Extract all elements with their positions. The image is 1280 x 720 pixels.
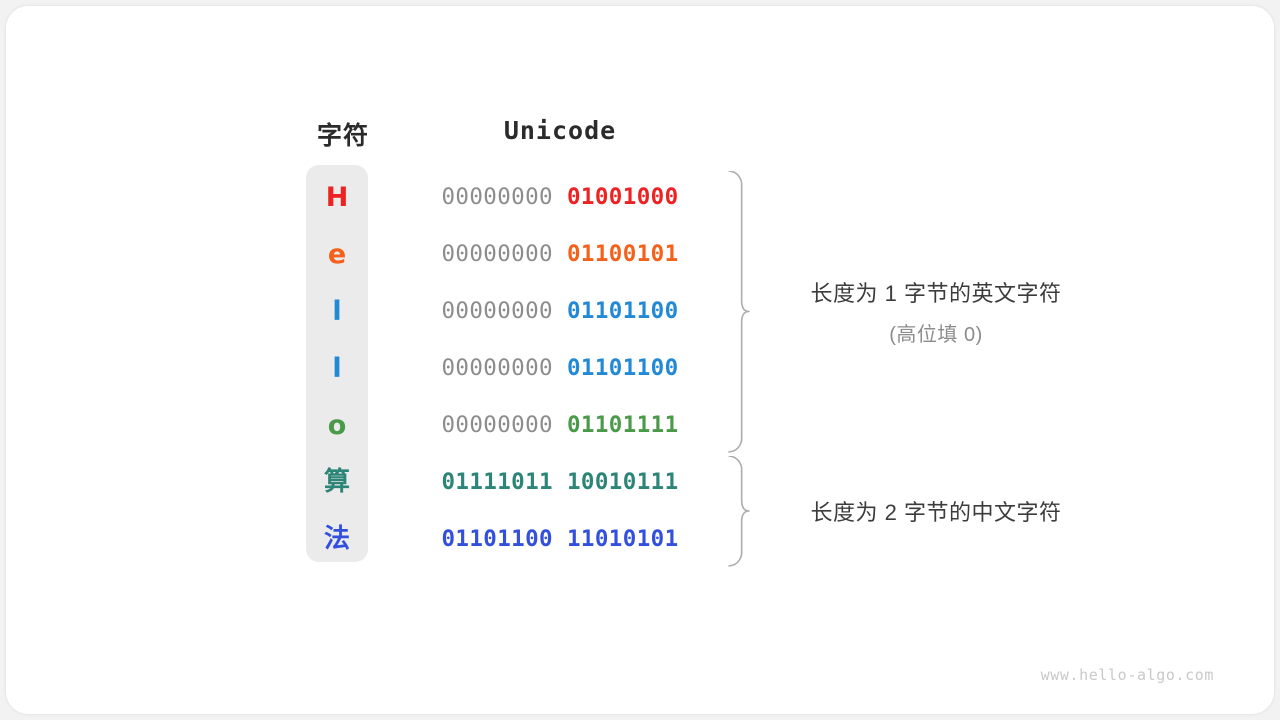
encoding-row: l 00000000 01101100 xyxy=(6,340,1274,397)
row-binary-low-byte: 11010101 xyxy=(566,526,679,552)
row-character: e xyxy=(327,239,347,270)
encoding-row: 法 01101100 11010101 xyxy=(6,511,1274,568)
row-binary-low-byte: 01101100 xyxy=(566,355,679,381)
column-header-unicode: Unicode xyxy=(503,116,617,145)
row-binary-high-byte: 00000000 xyxy=(441,184,554,210)
group-annotation-sublabel: (高位填 0) xyxy=(889,324,983,346)
row-binary-high-byte: 01101100 xyxy=(441,526,554,552)
encoding-row: H 00000000 01001000 xyxy=(6,169,1274,226)
diagram-stage: 字符 Unicode H 00000000 01001000 e 00000000 0… xyxy=(6,6,1274,714)
watermark: www.hello-algo.com xyxy=(1040,666,1214,684)
row-binary-low-byte: 01001000 xyxy=(566,184,679,210)
row-binary: 00000000 01101100 xyxy=(412,283,708,340)
row-binary-high-byte: 00000000 xyxy=(441,298,554,324)
row-binary: 01111011 10010111 xyxy=(412,454,708,511)
row-binary: 00000000 01100101 xyxy=(412,226,708,283)
encoding-row: e 00000000 01100101 xyxy=(6,226,1274,283)
row-binary-low-byte: 01100101 xyxy=(566,241,679,267)
row-binary-low-byte: 01101111 xyxy=(566,412,679,438)
encoding-row: 算 01111011 10010111 xyxy=(6,454,1274,511)
group-brace xyxy=(728,171,750,454)
row-binary-high-byte: 00000000 xyxy=(441,241,554,267)
row-binary-low-byte: 01101100 xyxy=(566,298,679,324)
row-binary-high-byte: 00000000 xyxy=(441,412,554,438)
group-annotation-label: 长度为 1 字节的英文字符 xyxy=(810,281,1062,306)
row-binary-high-byte: 00000000 xyxy=(441,355,554,381)
group-brace xyxy=(728,456,750,568)
column-header-character: 字符 xyxy=(316,122,369,150)
figure-card: 字符 Unicode H 00000000 01001000 e 00000000 0… xyxy=(6,6,1274,714)
row-character: l xyxy=(332,296,342,327)
encoding-row: l 00000000 01101100 xyxy=(6,283,1274,340)
row-binary-high-byte: 01111011 xyxy=(441,469,554,495)
character-column-background xyxy=(306,165,368,562)
encoding-row: o 00000000 01101111 xyxy=(6,397,1274,454)
row-character: H xyxy=(325,182,349,213)
group-annotation-label: 长度为 2 字节的中文字符 xyxy=(810,500,1062,525)
row-character: 法 xyxy=(323,524,350,554)
row-binary-low-byte: 10010111 xyxy=(566,469,679,495)
row-character: 算 xyxy=(323,467,350,497)
row-binary: 00000000 01001000 xyxy=(412,169,708,226)
row-character: o xyxy=(327,410,347,441)
row-binary: 00000000 01101100 xyxy=(412,340,708,397)
group-annotation: 长度为 2 字节的中文字符 xyxy=(776,495,1096,527)
group-annotation: 长度为 1 字节的英文字符 (高位填 0) xyxy=(776,276,1096,347)
row-binary: 00000000 01101111 xyxy=(412,397,708,454)
row-binary: 01101100 11010101 xyxy=(412,511,708,568)
row-character: l xyxy=(332,353,342,384)
